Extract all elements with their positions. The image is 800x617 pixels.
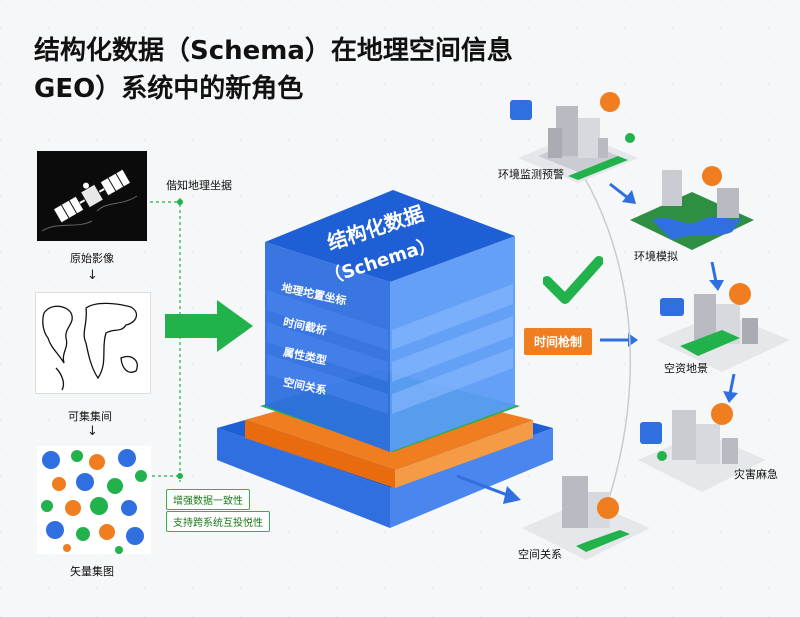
- app-label-emergency: 灾害麻急: [734, 468, 778, 481]
- map-label: 可集集间: [68, 410, 112, 423]
- checkmark-icon: [543, 256, 603, 304]
- source-image-label: 原始影像: [70, 252, 114, 265]
- app-label-monitoring: 环境监测预警: [498, 168, 564, 181]
- world-map-icon: [42, 302, 138, 391]
- world-map-image: [35, 292, 151, 394]
- flow-curve: [579, 169, 632, 551]
- page-title: 结构化数据（Schema）在地理空间信息 GEO）系统中的新角色: [34, 32, 554, 108]
- arrow-diagonal-icon: [456, 474, 521, 504]
- schema-cube: [217, 190, 553, 528]
- satellite-image: [37, 151, 147, 241]
- vector-icons-image: [37, 446, 151, 554]
- app-label-simulation: 环境模拟: [634, 250, 678, 263]
- arrow-down-icon: [709, 262, 724, 291]
- app-spatial-relations: [522, 476, 650, 560]
- interoperability-badge: 支持跨系统互投悦性: [166, 511, 270, 532]
- vector-icons-collage: [41, 449, 147, 554]
- app-spatial-scene: [656, 283, 790, 372]
- arrow-down-icon: ↓: [87, 424, 98, 439]
- app-disaster-emergency: [638, 403, 766, 492]
- coords-label: 偕知地理坐据: [166, 179, 232, 192]
- satellite-icon: [41, 168, 138, 232]
- app-label-scene: 空资地景: [664, 362, 708, 375]
- title-line-1: 结构化数据（Schema）在地理空间信息: [34, 36, 513, 66]
- dotted-connector: [150, 198, 183, 482]
- time-control-label: 时间枪制: [524, 328, 593, 355]
- icons-label: 矢量集图: [70, 565, 114, 578]
- title-line-2: GEO）系统中的新角色: [34, 74, 304, 104]
- app-env-monitoring: [510, 92, 638, 183]
- app-env-simulation: [630, 166, 754, 250]
- arrow-down-right-icon: [609, 182, 636, 204]
- green-arrow-icon: [165, 300, 253, 352]
- app-label-relations: 空间关系: [518, 548, 562, 561]
- arrow-down-icon: ↓: [87, 268, 98, 283]
- consistency-badge: 增强数据一致性: [166, 489, 250, 510]
- arrow-down-icon: [723, 374, 738, 403]
